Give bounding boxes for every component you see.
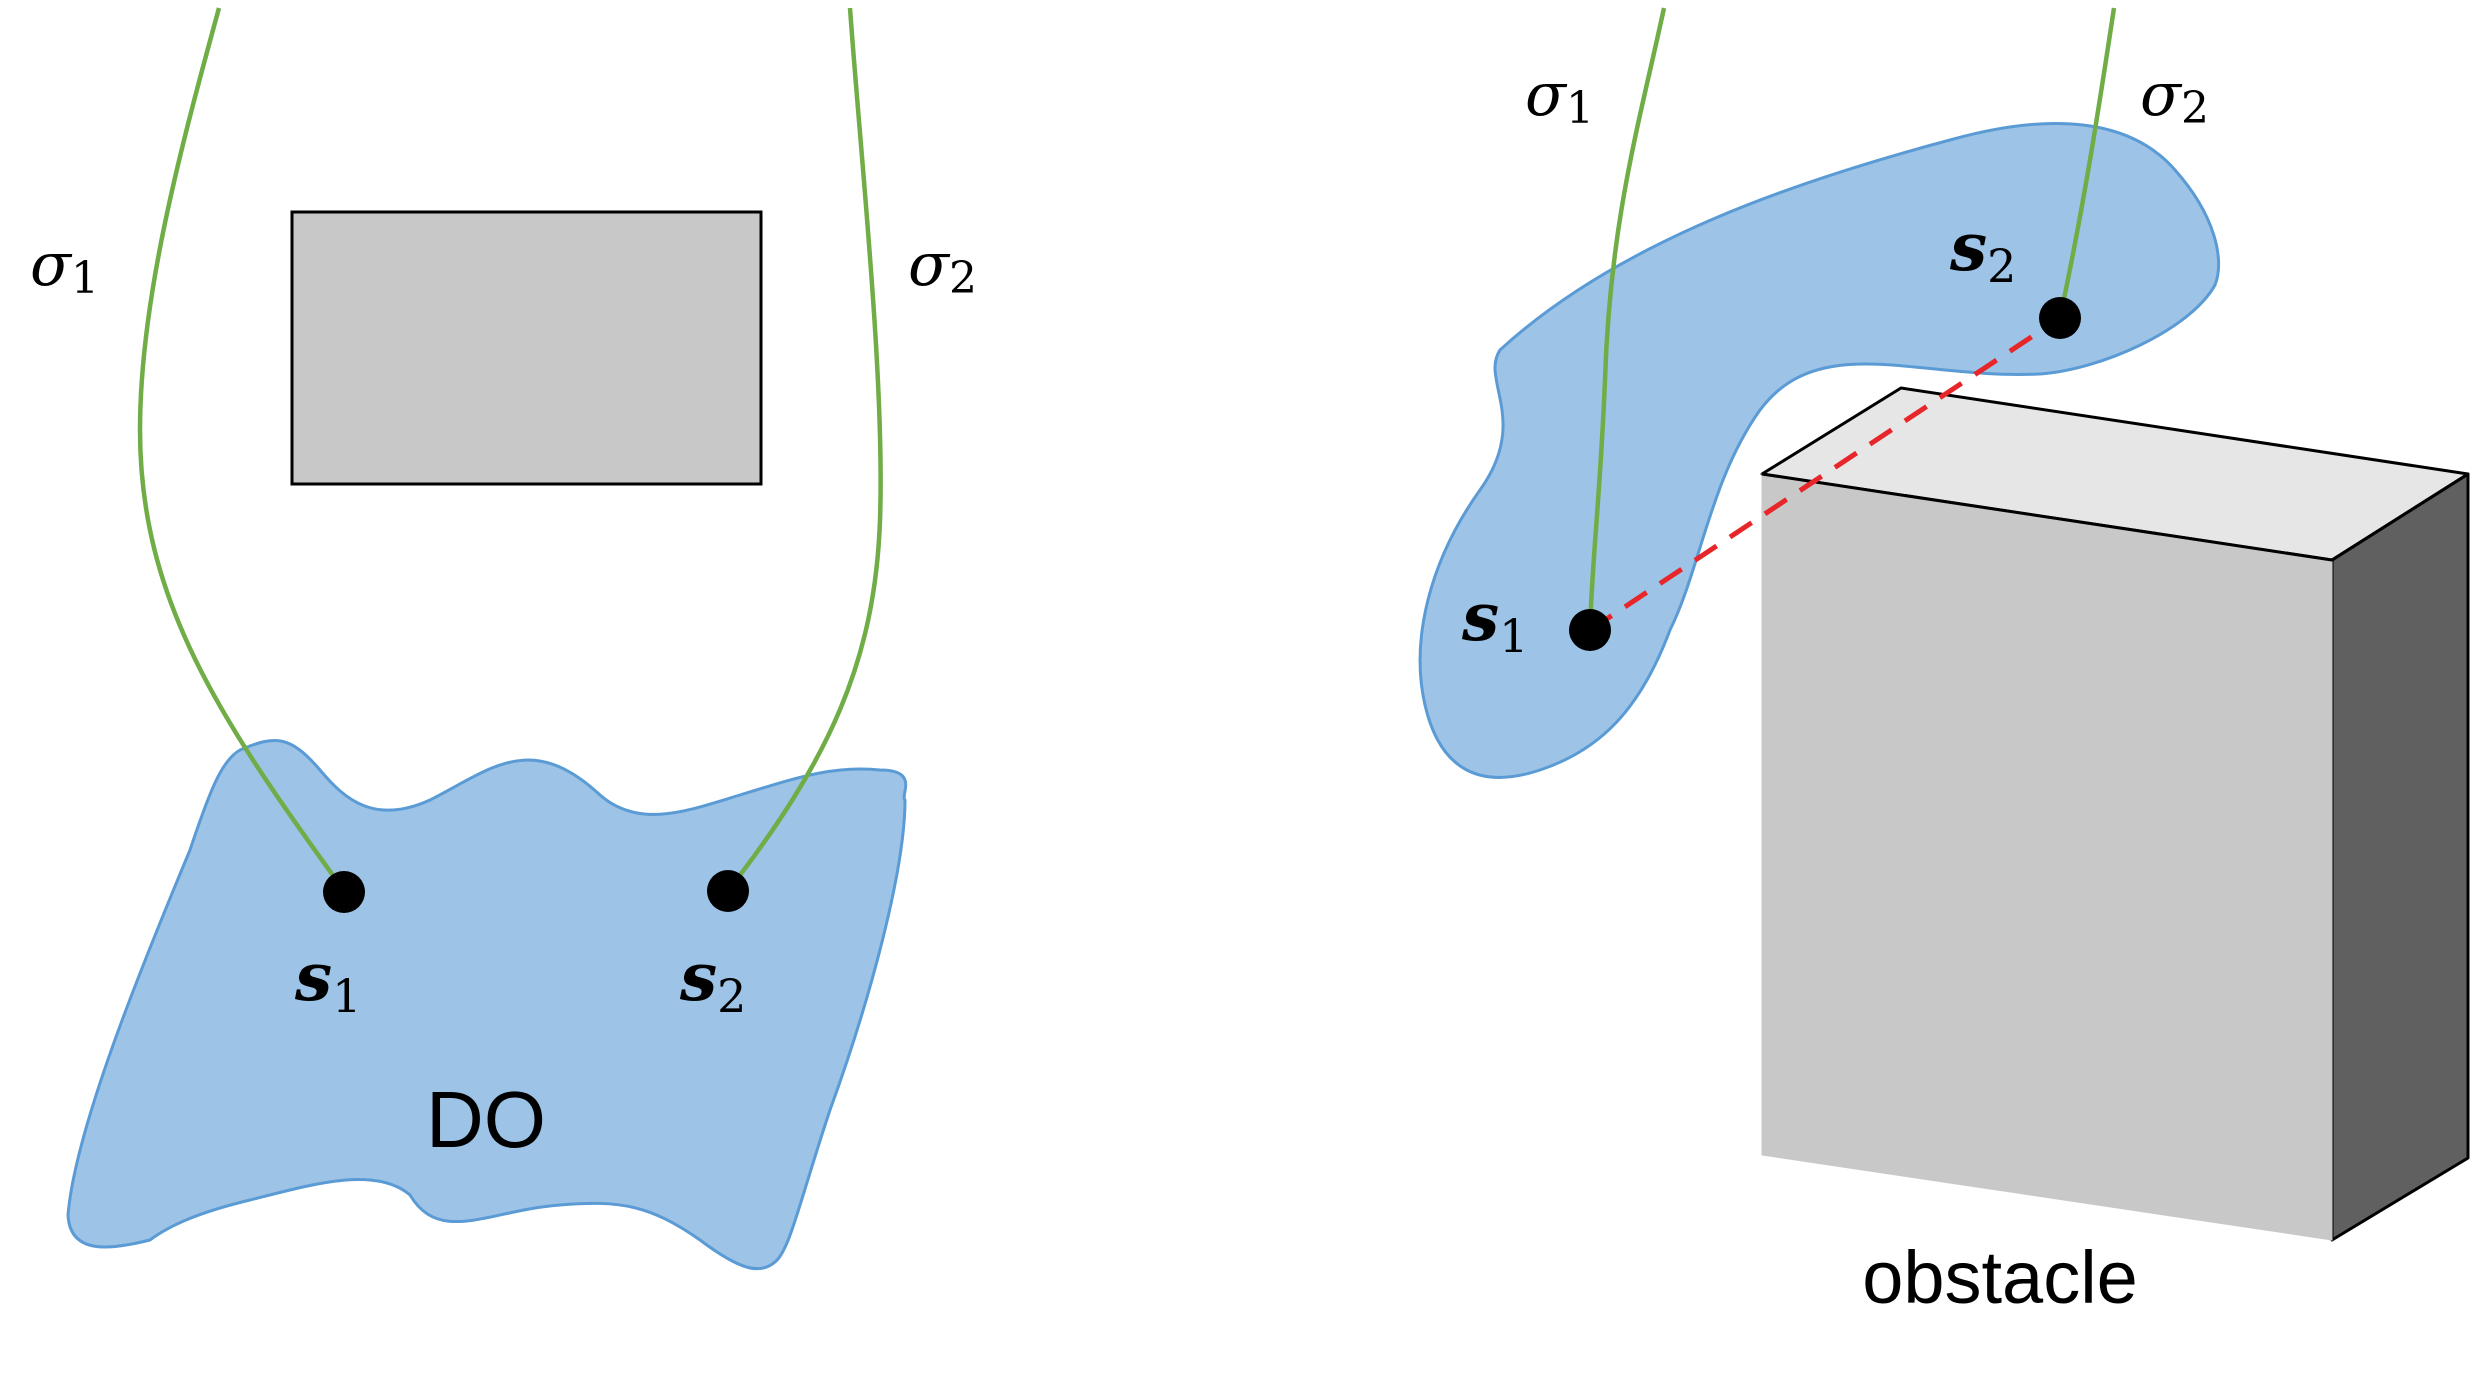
left-label-sigma2: σ2	[908, 230, 977, 304]
left-label-sigma1: σ1	[30, 230, 99, 304]
left-cable-sigma1	[137, 7, 347, 894]
left-grasp-point-s2	[707, 870, 749, 912]
obstacle-box-front-face	[1761, 473, 2333, 1241]
deformable-object-shape	[66, 738, 908, 1271]
right-grasp-point-s2	[2039, 297, 2081, 339]
right-label-s1: s1	[1461, 578, 1528, 663]
left-cable-sigma2	[725, 7, 883, 894]
direct-connection-dashed-line	[1588, 315, 2062, 633]
deformable-object-label: DO	[426, 1075, 546, 1164]
right-cable-sigma1	[1587, 7, 1667, 631]
left-panel: σ1 σ2 s1 s2 DO	[30, 7, 977, 1271]
right-label-s2: s2	[1949, 208, 2016, 293]
obstacle-box-top-edge	[1761, 472, 2469, 562]
right-panel: σ1 σ2 s1 s2 obstacle	[1418, 7, 2470, 1319]
obstacle-box-side-face	[2330, 472, 2470, 1242]
right-cable-sigma2	[2057, 7, 2117, 319]
obstacle-label: obstacle	[1862, 1236, 2138, 1319]
left-obstacle-rectangle	[290, 210, 763, 486]
right-label-sigma1: σ1	[1525, 60, 1594, 134]
left-label-s1: s1	[294, 938, 361, 1023]
right-label-sigma2: σ2	[2140, 60, 2209, 134]
left-label-s2: s2	[679, 938, 746, 1023]
left-grasp-point-s1	[323, 871, 365, 913]
right-grasp-point-s1	[1569, 609, 1611, 651]
right-deformable-object-shape	[1418, 121, 2221, 779]
